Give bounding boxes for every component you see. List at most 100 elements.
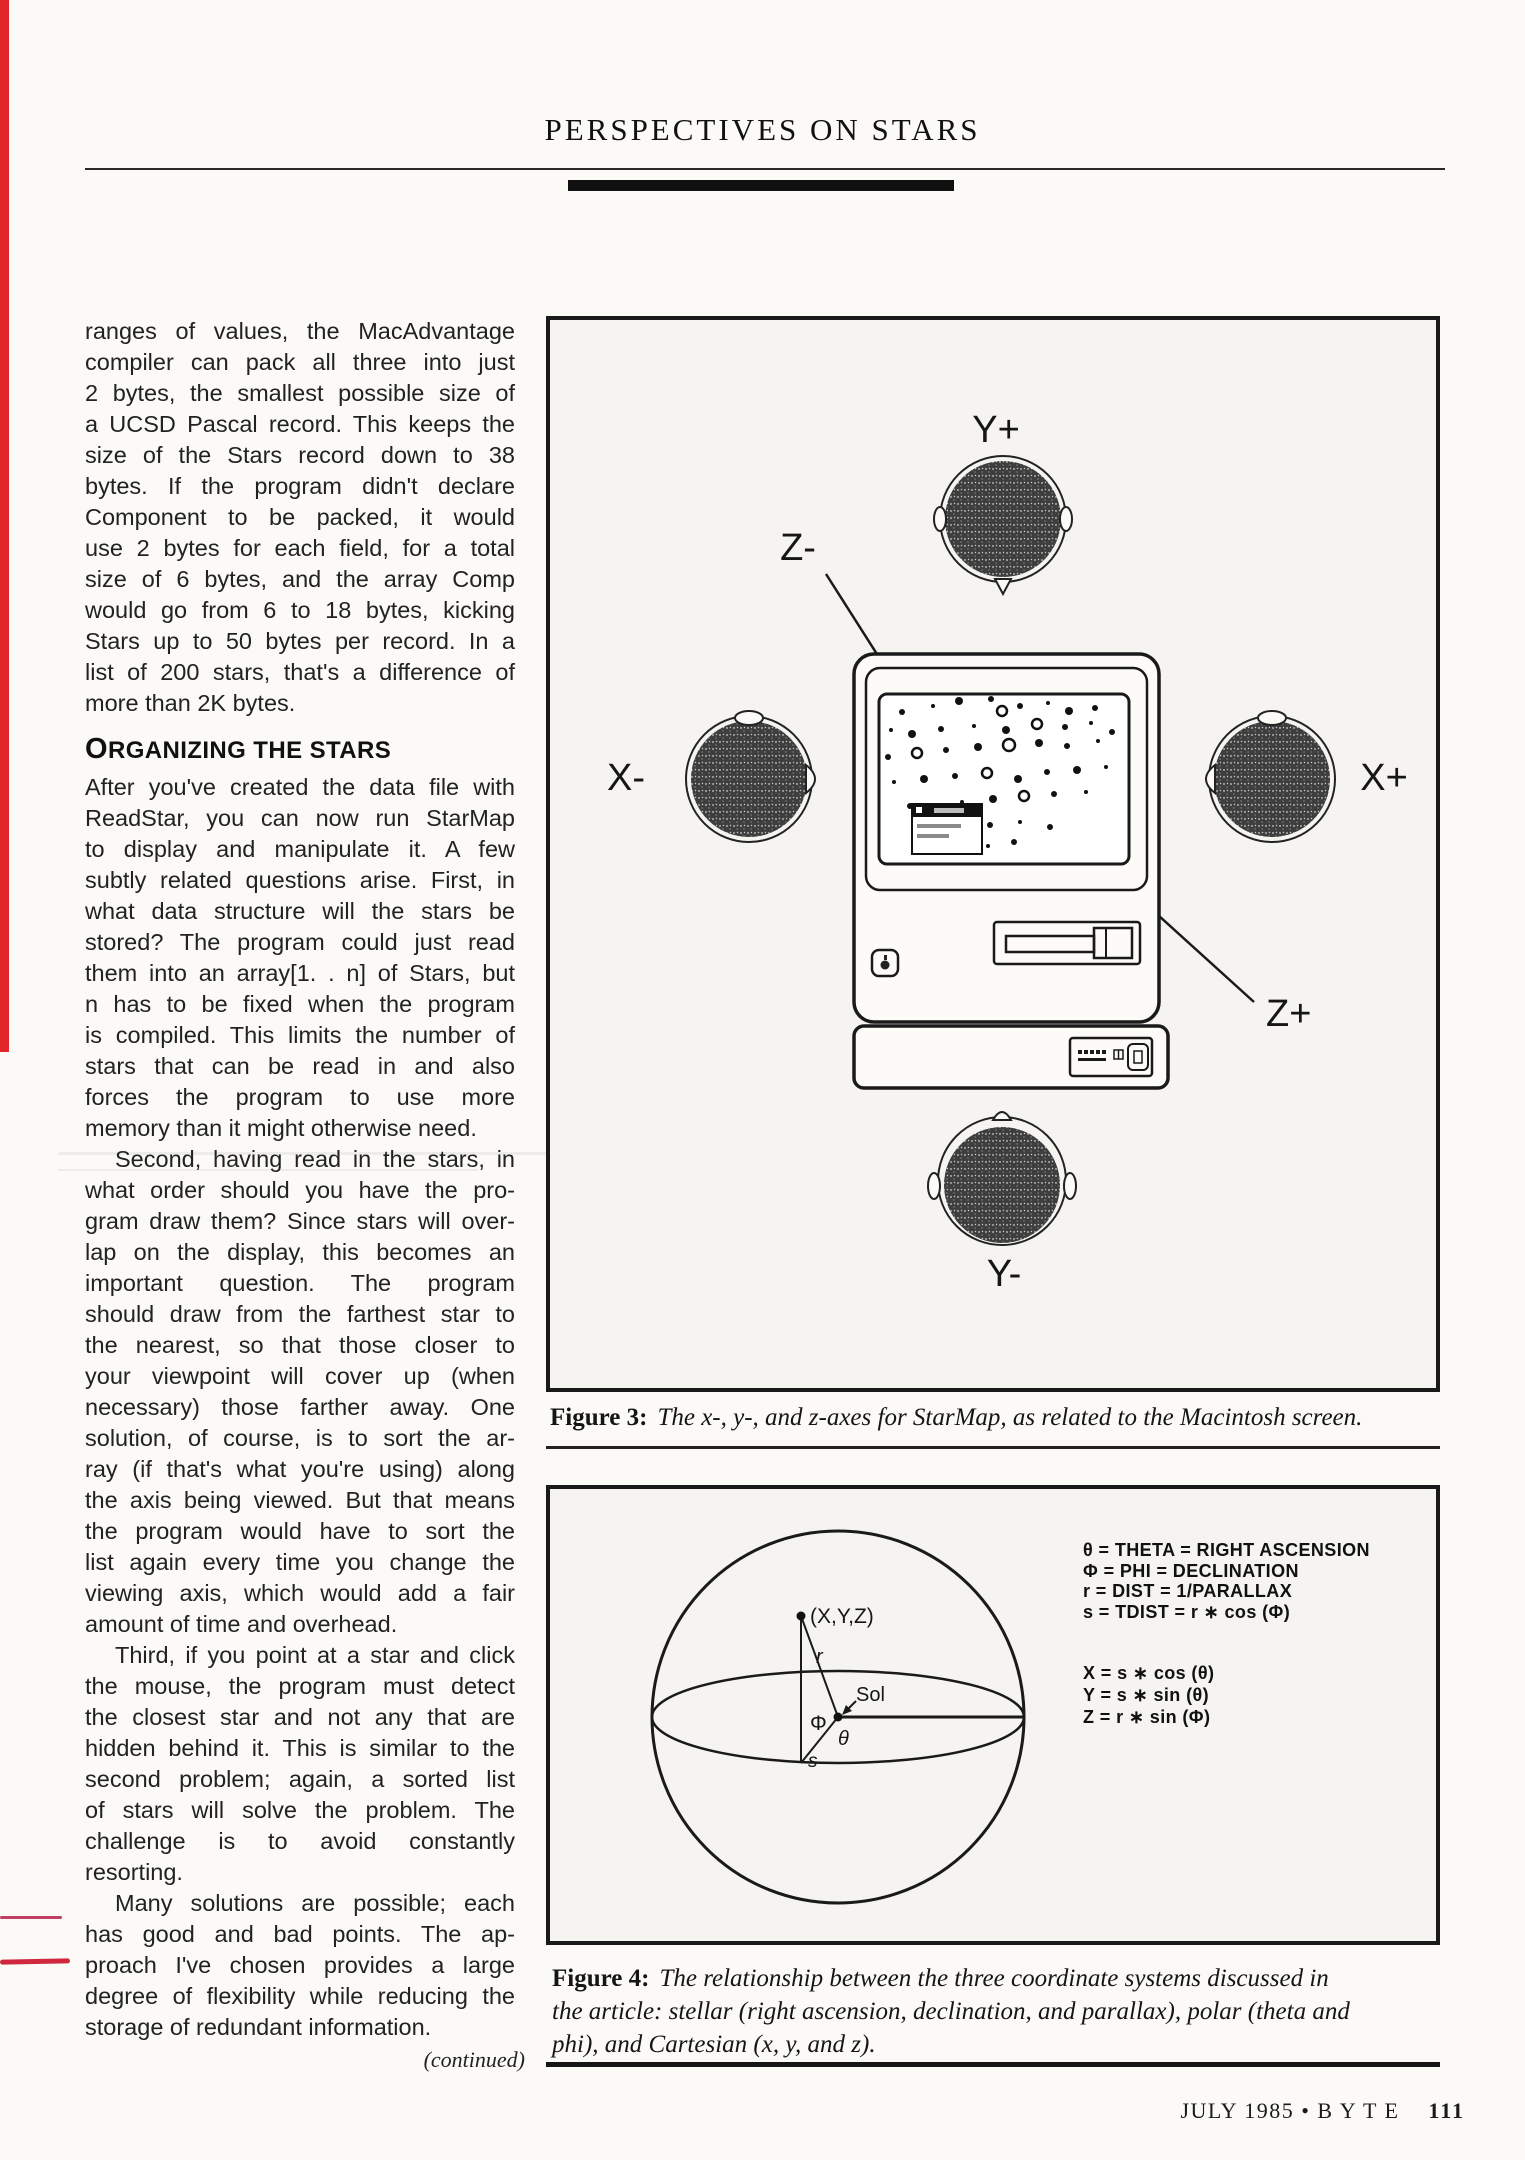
star-dot <box>989 795 997 803</box>
equation-line: s = TDIST = r ∗ cos (Φ) <box>1083 1601 1291 1622</box>
figure3-diagram: Y+ Z- X- X+ Z+ Y- <box>607 409 1408 1295</box>
star-dot <box>1011 839 1017 845</box>
header-rule-thick <box>568 180 954 191</box>
page-footer: JULY 1985 • B Y T E 111 <box>1180 2098 1465 2124</box>
body-line: is compiled. This limits the number of <box>85 1022 515 1048</box>
star-dot <box>938 726 944 732</box>
star-dot <box>988 696 994 702</box>
body-line: ranges of values, the MacAdvantage <box>85 318 515 344</box>
mac-base <box>852 1024 1170 1090</box>
body-line: should draw from the farthest star to <box>85 1301 515 1327</box>
figure4-caption: Figure 4:The relationship between the th… <box>552 1962 1412 2061</box>
body-line: proach I've chosen provides a large <box>85 1952 515 1978</box>
body-line: resorting. <box>85 1859 183 1885</box>
body-line: n has to be fixed when the program <box>85 991 515 1017</box>
xyz-label: (X,Y,Z) <box>810 1605 874 1628</box>
body-line: necessary) those farther away. One <box>85 1394 515 1420</box>
star-dot <box>1109 729 1115 735</box>
body-line: what order should you have the pro- <box>85 1177 515 1203</box>
axis-label-z-plus: Z+ <box>1266 993 1311 1035</box>
body-line: subtly related questions arise. First, i… <box>85 867 515 893</box>
scan-streak <box>58 1169 478 1171</box>
body-line: the closest star and not any that are <box>85 1704 515 1730</box>
red-pen-mark <box>0 1958 71 1965</box>
axis-label-x-plus: X+ <box>1360 757 1408 799</box>
bottom-rule <box>546 2062 1440 2067</box>
star-dot <box>1001 737 1017 753</box>
figure4-caption-line: phi), and Cartesian (x, y, and z). <box>552 2031 876 2058</box>
head-right <box>1205 710 1336 843</box>
mac-screen-window <box>911 803 983 855</box>
body-line: forces the program to use more <box>85 1084 515 1110</box>
figure4-caption-line: the article: stellar (right ascension, d… <box>552 1998 1350 2025</box>
footer-page-number: 111 <box>1428 2098 1465 2123</box>
star-dot <box>1051 791 1057 797</box>
scan-edge-bar <box>0 0 9 1052</box>
star-dot <box>943 747 949 753</box>
s-line <box>800 1716 839 1764</box>
sol-label: Sol <box>856 1684 885 1706</box>
body-line: amount of time and overhead. <box>85 1611 398 1637</box>
body-line: lap on the display, this becomes an <box>85 1239 515 1265</box>
body-line: the program would have to sort the <box>85 1518 515 1544</box>
head-top <box>933 455 1073 597</box>
body-line: what data structure will the stars be <box>85 898 515 924</box>
body-line: to display and manipulate it. A few <box>85 836 515 862</box>
star-dot <box>1084 790 1088 794</box>
star-dot <box>1044 769 1050 775</box>
scan-streak <box>58 1152 558 1155</box>
star-dot <box>1073 766 1081 774</box>
head-bottom <box>927 1111 1077 1246</box>
body-line: 2 bytes, the smallest possible size of <box>85 380 515 406</box>
figure3-caption-prefix: Figure 3: <box>550 1404 648 1431</box>
body-line: After you've created the data file with <box>85 774 515 800</box>
star-dot <box>1014 775 1022 783</box>
equation-line: r = DIST = 1/PARALLAX <box>1083 1581 1293 1601</box>
body-line: storage of redundant information. <box>85 2014 432 2040</box>
figure4-box: (X,Y,Z) r Sol Φ θ s <box>546 1485 1440 1945</box>
body-line: memory than it might otherwise need. <box>85 1115 477 1141</box>
footer-issue: JULY 1985 <box>1180 2098 1295 2123</box>
s-label: s <box>808 1751 818 1772</box>
figure3-box: Y+ Z- X- X+ Z+ Y- <box>546 316 1440 1392</box>
body-line: size of 6 bytes, and the array Comp <box>85 566 515 592</box>
body-line: use 2 bytes for each field, for a total <box>85 535 515 561</box>
body-line: the nearest, so that those closer to <box>85 1332 515 1358</box>
body-line: the axis being viewed. But that means <box>85 1487 515 1513</box>
body-line: bytes. If the program didn't declare <box>85 473 515 499</box>
figure4-caption-prefix: Figure 4: <box>552 1965 650 1992</box>
body-line: list of 200 stars, that's a difference o… <box>85 659 515 685</box>
star-dot <box>1062 724 1068 730</box>
body-line: has good and bad points. The ap- <box>85 1921 515 1947</box>
star-dot <box>955 697 963 705</box>
connector-panel-icon <box>1068 1036 1154 1078</box>
star-dot <box>899 709 905 715</box>
apple-logo-icon <box>870 948 900 978</box>
star-dot <box>910 746 924 760</box>
body-line: important question. The program <box>85 1270 515 1296</box>
continued-wrap: (continued) <box>85 2036 525 2075</box>
body-line: stored? The program could just read <box>85 929 515 955</box>
star-dot <box>1096 739 1100 743</box>
star-dot <box>931 704 935 708</box>
body-line: of stars will solve the problem. The <box>85 1797 515 1823</box>
star-dot <box>892 780 896 784</box>
macintosh-drawing <box>852 652 1170 1090</box>
body-line: second problem; again, a sorted list <box>85 1766 515 1792</box>
body-line: hidden behind it. This is similar to the <box>85 1735 515 1761</box>
sol-arrowhead <box>842 1705 852 1715</box>
body-line: the mouse, the program must detect <box>85 1673 515 1699</box>
star-dot <box>1017 789 1031 803</box>
body-line: size of the Stars record down to 38 <box>85 442 515 468</box>
body-line: degree of flexibility while reducing the <box>85 1983 515 2009</box>
body-line: solution, of course, is to sort the ar- <box>85 1425 515 1451</box>
body-line: Many solutions are possible; each <box>115 1890 515 1916</box>
star-dot <box>908 730 916 738</box>
star-dot <box>920 775 928 783</box>
body-line: compiler can pack all three into just <box>85 349 515 375</box>
star-dot <box>987 822 993 828</box>
footer-brand: B Y T E <box>1317 2098 1400 2123</box>
body-line: would go from 6 to 18 bytes, kicking <box>85 597 515 623</box>
equation-line: θ = THETA = RIGHT ASCENSION <box>1083 1540 1370 1560</box>
